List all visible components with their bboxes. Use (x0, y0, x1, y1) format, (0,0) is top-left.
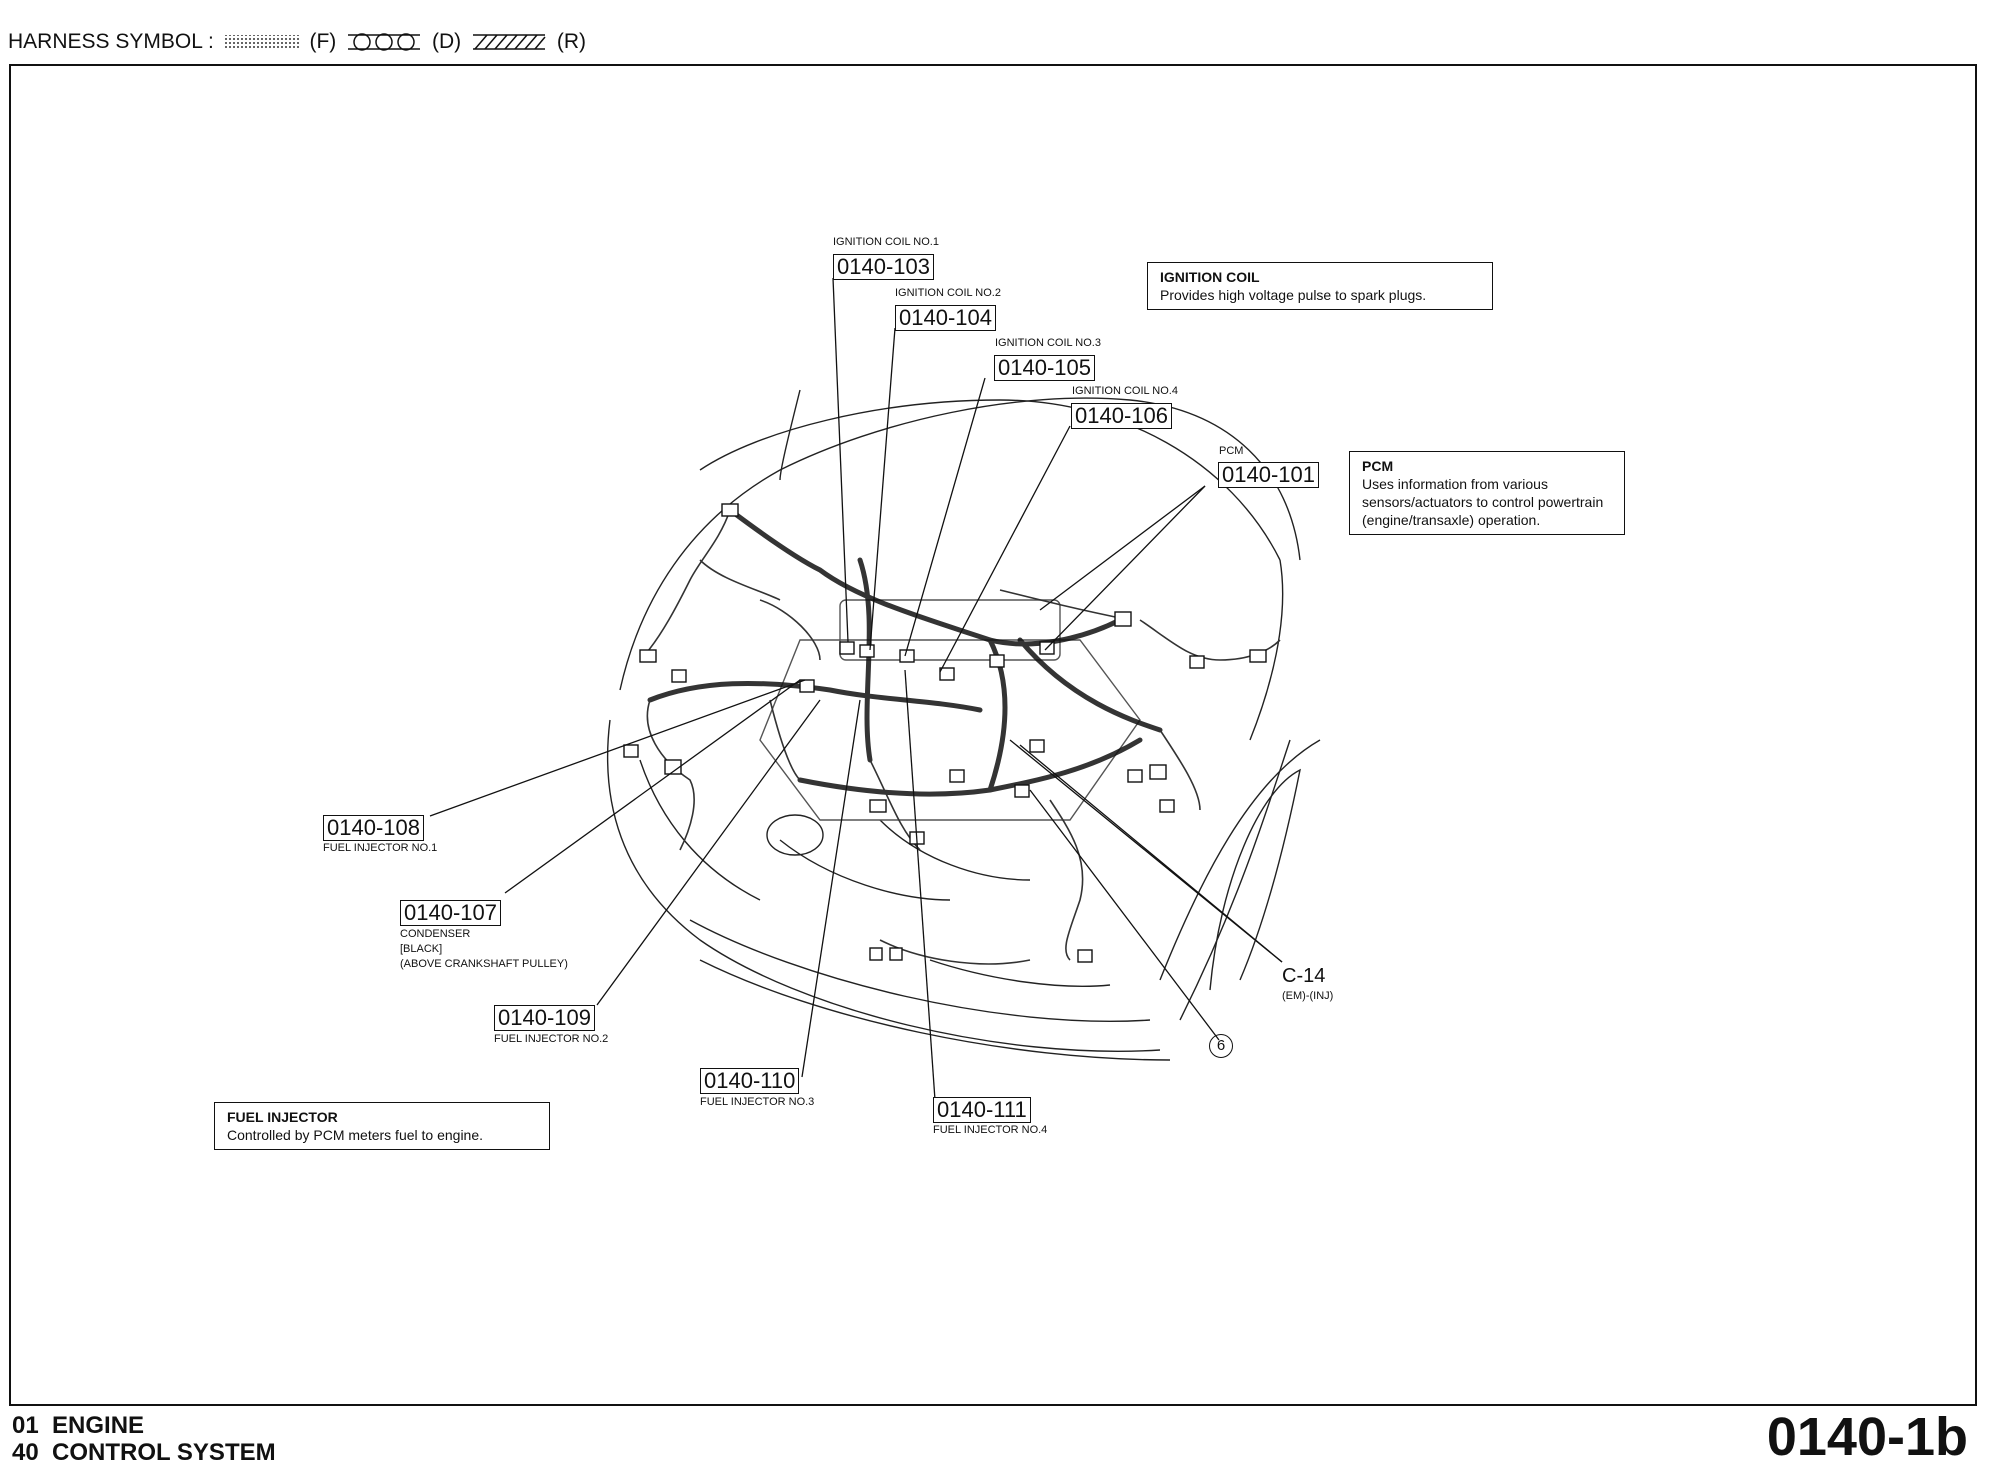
connector-0140-106[interactable]: 0140-106 (1071, 403, 1172, 429)
section-line-2: 40 CONTROL SYSTEM (12, 1439, 276, 1466)
connector-0140-111[interactable]: 0140-111 (933, 1097, 1031, 1123)
connector-0140-103[interactable]: 0140-103 (833, 254, 934, 280)
condenser-color-label: [BLACK] (400, 943, 443, 955)
connector-0140-101[interactable]: 0140-101 (1218, 462, 1319, 488)
connector-0140-105[interactable]: 0140-105 (994, 355, 1095, 381)
diagram-frame (9, 64, 1977, 1406)
legend-code-f: (F) (309, 30, 337, 53)
ignition-coil-2-label: IGNITION COIL NO.2 (895, 287, 1001, 299)
fuel-injector-1-label: FUEL INJECTOR NO.1 (323, 842, 438, 854)
connector-0140-110[interactable]: 0140-110 (700, 1068, 800, 1094)
fuel-injector-2-label: FUEL INJECTOR NO.2 (494, 1033, 609, 1045)
section-title: 01 ENGINE 40 CONTROL SYSTEM (12, 1412, 276, 1466)
ignition-coil-note: IGNITION COIL Provides high voltage puls… (1147, 262, 1493, 310)
fuel-injector-note-title: FUEL INJECTOR (227, 1109, 338, 1125)
connector-0140-108[interactable]: 0140-108 (323, 815, 424, 841)
ignition-coil-1-label: IGNITION COIL NO.1 (833, 236, 939, 248)
condenser-location-label: (ABOVE CRANKSHAFT PULLEY) (400, 958, 568, 970)
dotted-harness-icon (224, 35, 299, 50)
ignition-coil-3-label: IGNITION COIL NO.3 (995, 337, 1101, 349)
connector-0140-104[interactable]: 0140-104 (895, 305, 996, 331)
ground-c14[interactable]: C-14 (1282, 965, 1325, 988)
legend-code-r: (R) (556, 30, 586, 53)
ground-sub-label: (EM)-(INJ) (1282, 990, 1334, 1002)
condenser-label: CONDENSER (400, 928, 471, 940)
ground-code: C-14 (1282, 965, 1326, 987)
pcm-note: PCM Uses information from various sensor… (1349, 451, 1625, 535)
connector-0140-109[interactable]: 0140-109 (494, 1005, 595, 1031)
ignition-coil-4-label: IGNITION COIL NO.4 (1072, 385, 1178, 397)
harness-symbol-legend: HARNESS SYMBOL : (F) (D) (R) (8, 30, 586, 54)
fuel-injector-4-label: FUEL INJECTOR NO.4 (933, 1124, 1048, 1136)
legend-label: HARNESS SYMBOL : (8, 30, 214, 53)
marker-6: 6 (1209, 1034, 1233, 1058)
hatched-harness-icon (472, 34, 546, 51)
legend-code-d: (D) (431, 30, 462, 53)
ignition-coil-note-text: Provides high voltage pulse to spark plu… (1160, 287, 1427, 303)
fuel-injector-3-label: FUEL INJECTOR NO.3 (700, 1096, 815, 1108)
connector-0140-107[interactable]: 0140-107 (400, 900, 501, 926)
fuel-injector-note: FUEL INJECTOR Controlled by PCM meters f… (214, 1102, 550, 1150)
pcm-note-title: PCM (1362, 458, 1394, 474)
fuel-injector-note-text: Controlled by PCM meters fuel to engine. (227, 1127, 484, 1143)
section-line-1: 01 ENGINE (12, 1412, 145, 1439)
pcm-note-text: Uses information from various sensors/ac… (1362, 476, 1604, 528)
pcm-label: PCM (1219, 445, 1244, 457)
page-number: 0140-1b (1766, 1407, 1968, 1467)
circles-harness-icon (348, 33, 421, 52)
ignition-coil-note-title: IGNITION COIL (1160, 269, 1260, 285)
